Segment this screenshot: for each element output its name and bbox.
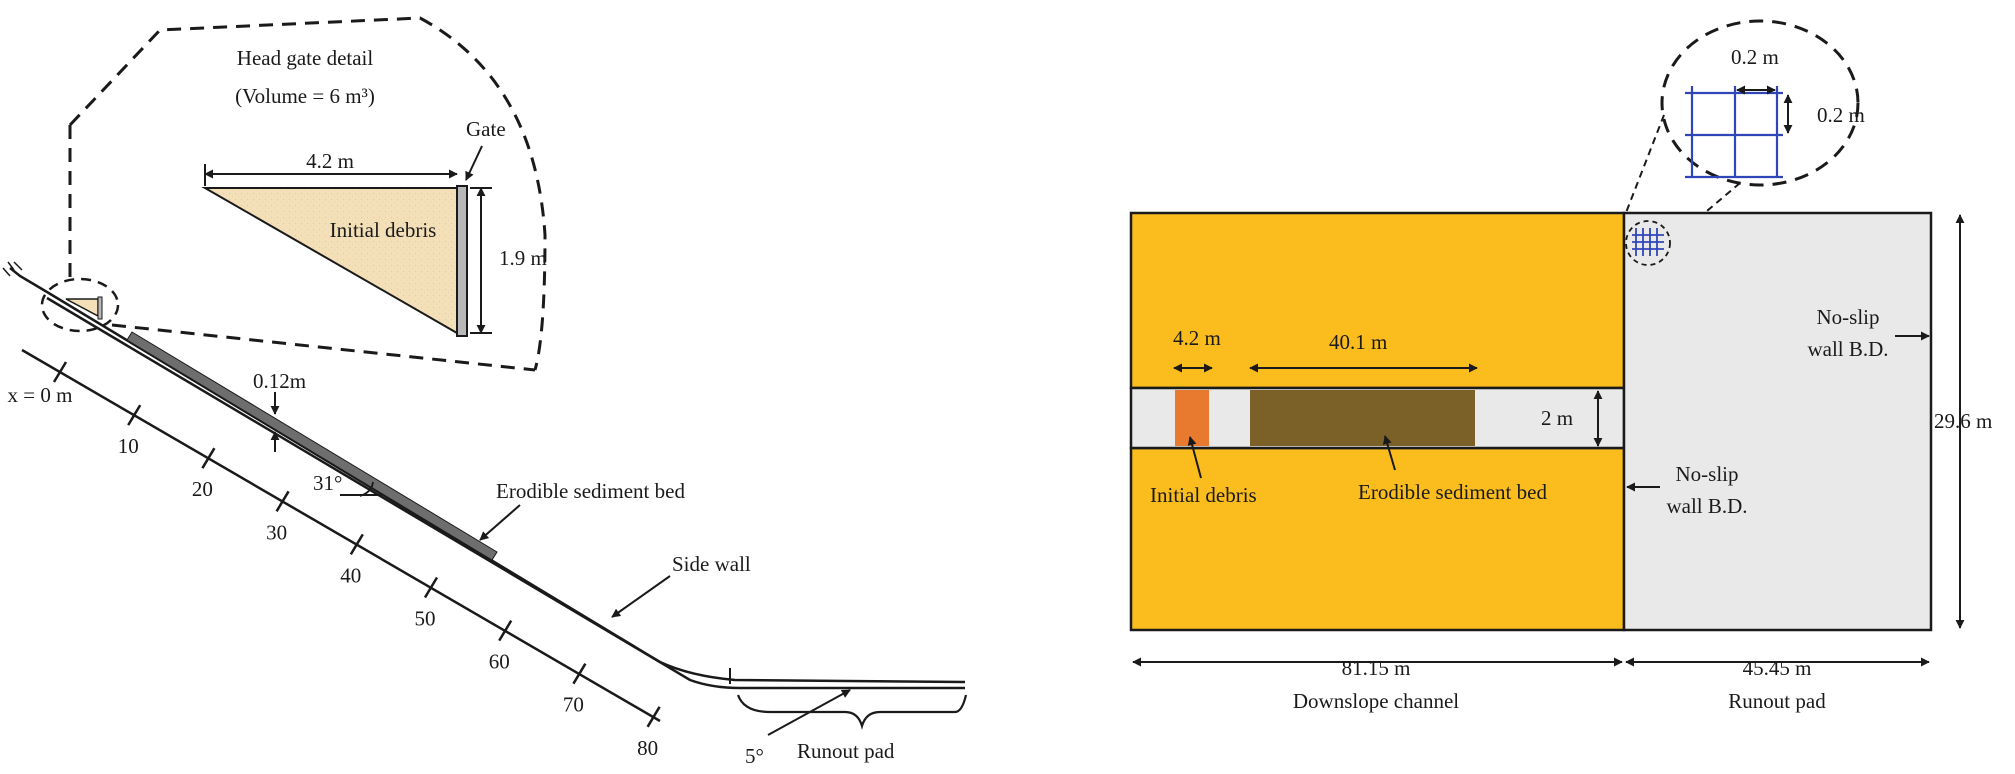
detail-volume: (Volume = 6 m³) <box>235 84 375 108</box>
mesh-dy-label: 0.2 m <box>1817 103 1865 127</box>
distance-tick <box>201 447 216 469</box>
detail-debris-triangle <box>201 187 458 335</box>
distance-tick-label: 70 <box>563 693 584 717</box>
mesh-zoom-ellipse <box>1660 19 1860 187</box>
detail-length-label: 4.2 m <box>306 149 354 173</box>
channel-region-top <box>1129 211 1626 390</box>
distance-ticks: x = 0 m 10 20 30 40 50 60 70 80 <box>8 361 661 760</box>
distance-axis <box>21 348 661 723</box>
mesh-grid-zoom <box>1685 86 1783 179</box>
runout-pad-label: Runout pad <box>797 739 895 763</box>
flume-lower-wall <box>46 296 965 690</box>
distance-tick <box>275 490 290 512</box>
channel-region-bottom <box>1129 446 1626 632</box>
distance-tick <box>349 533 364 556</box>
wall-bd-mid-line1: No-slip <box>1676 462 1739 486</box>
detail-height-label: 1.9 m <box>499 246 547 270</box>
distance-tick <box>52 361 68 383</box>
total-width-label: 29.6 m <box>1934 409 1992 433</box>
runout-name-label: Runout pad <box>1728 689 1826 713</box>
detail-title: Head gate detail <box>237 46 374 70</box>
runout-length-label: 45.45 m <box>1743 656 1812 680</box>
debris-width-label: 4.2 m <box>1173 326 1221 350</box>
distance-tick <box>423 576 439 599</box>
distance-tick-label: 50 <box>415 607 436 631</box>
erodible-bed-leader <box>479 504 521 541</box>
wall-bd-top-line1: No-slip <box>1817 305 1880 329</box>
channel-name-label: Downslope channel <box>1293 689 1459 713</box>
erodible-bed-block <box>1250 390 1475 446</box>
mesh-location-grid-icon <box>1632 228 1664 256</box>
mesh-zoom-leader-left <box>1619 114 1665 229</box>
slope-angle-arc <box>359 481 374 497</box>
wall-bd-top-line2: wall B.D. <box>1807 337 1888 361</box>
channel-length-label: 81.15 m <box>1342 656 1411 680</box>
wall-bd-mid-line2: wall B.D. <box>1666 494 1747 518</box>
side-wall-label: Side wall <box>672 552 751 576</box>
erodible-bed-strip <box>126 331 498 561</box>
mesh-location-marker <box>1625 220 1671 266</box>
bed-thickness-label: 0.12m <box>253 369 306 393</box>
distance-tick-label: x = 0 m <box>8 383 73 407</box>
gate-leader <box>465 145 483 181</box>
initial-debris-label: Initial debris <box>1150 483 1257 507</box>
left-panel: Head gate detail (Volume = 6 m³) Initial… <box>2 16 968 768</box>
head-gate-circle <box>40 277 120 333</box>
detail-callout-outline <box>68 16 547 371</box>
bed-length-label: 40.1 m <box>1329 330 1387 354</box>
distance-tick <box>572 663 587 685</box>
head-gate <box>97 296 103 320</box>
channel-width-label: 2 m <box>1541 406 1573 430</box>
slope-angle-label: 31° <box>313 471 342 495</box>
distance-tick-label: 60 <box>489 650 510 674</box>
distance-tick-label: 80 <box>637 736 658 760</box>
side-wall-leader <box>611 575 671 618</box>
distance-tick-label: 20 <box>192 477 213 501</box>
erodible-bed-label: Erodible sediment bed <box>496 479 685 503</box>
distance-tick-label: 40 <box>340 563 361 587</box>
runout-brace <box>736 694 968 730</box>
initial-debris-leader <box>1187 436 1202 479</box>
runout-angle-leader <box>767 689 851 736</box>
runout-angle-label: 5° <box>745 744 764 768</box>
distance-tick-label: 10 <box>118 434 139 458</box>
right-panel: 0.2 m 0.2 m 4.2 m 40.1 m 2 m <box>1129 19 1992 713</box>
detail-callout-leader-bottom <box>111 323 536 372</box>
mesh-dx-label: 0.2 m <box>1731 45 1779 69</box>
bank-hatch <box>2 261 23 277</box>
distance-tick <box>646 706 661 728</box>
distance-tick <box>127 404 142 426</box>
gate-label: Gate <box>466 117 506 141</box>
erodible-bed-leader-right <box>1382 435 1396 471</box>
runout-region <box>1622 211 1933 632</box>
initial-debris-block <box>1175 390 1209 446</box>
mesh-zoom-leader-right <box>1654 182 1741 256</box>
detail-gate-plate <box>456 185 468 337</box>
detail-debris-label: Initial debris <box>330 218 437 242</box>
distance-tick <box>498 619 513 642</box>
distance-tick-label: 30 <box>266 520 287 544</box>
erodible-bed-label-right: Erodible sediment bed <box>1358 480 1547 504</box>
